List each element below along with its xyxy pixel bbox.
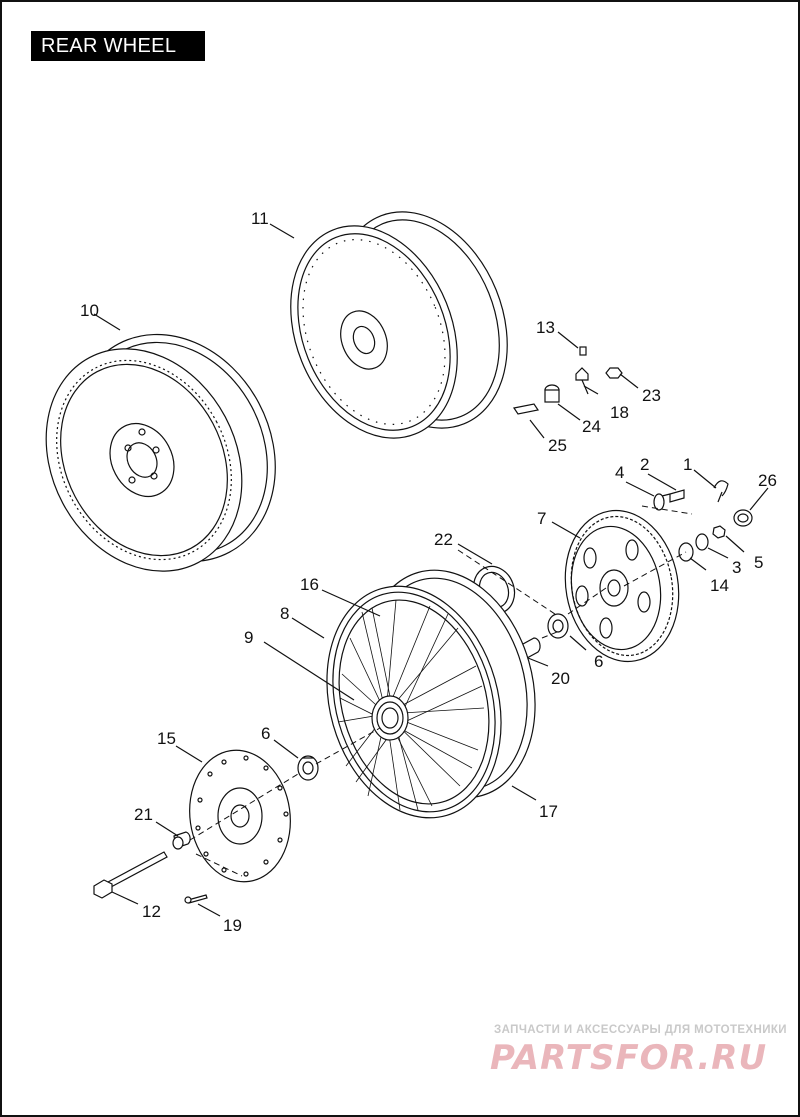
callout-8: 8 — [280, 604, 289, 623]
callout-21: 21 — [134, 805, 153, 824]
callout-19: 19 — [223, 916, 242, 935]
callout-16: 16 — [300, 575, 319, 594]
callout-20: 20 — [551, 669, 570, 688]
pulley-sprocket-part — [564, 509, 680, 663]
callout-labels: 1 2 3 4 5 6 6 7 8 9 10 11 12 13 14 15 16… — [80, 209, 777, 935]
axle-and-bolt-parts — [93, 831, 208, 904]
callout-6-left: 6 — [261, 724, 270, 743]
spoke-wheel-part — [326, 569, 536, 819]
callout-15: 15 — [157, 729, 176, 748]
callout-6-right: 6 — [594, 652, 603, 671]
callout-9: 9 — [244, 628, 253, 647]
brake-disc-part — [189, 749, 291, 883]
callout-2: 2 — [640, 455, 649, 474]
page-title: REAR WHEEL — [31, 31, 205, 61]
callout-13: 13 — [536, 318, 555, 337]
disc-wheel-part — [45, 333, 276, 572]
callout-14: 14 — [710, 576, 729, 595]
callout-7: 7 — [537, 509, 546, 528]
callout-22: 22 — [434, 530, 453, 549]
callout-10: 10 — [80, 301, 99, 320]
wheel-rim-part — [290, 211, 508, 439]
callout-17: 17 — [539, 802, 558, 821]
wheel-bearing-part — [297, 755, 319, 781]
callout-18: 18 — [610, 403, 629, 422]
callout-25: 25 — [548, 436, 567, 455]
callout-12: 12 — [142, 902, 161, 921]
assembly-guide-lines — [189, 505, 693, 877]
callout-3: 3 — [732, 558, 741, 577]
valve-hardware-parts — [513, 346, 623, 415]
callout-1: 1 — [683, 455, 692, 474]
callout-24: 24 — [582, 417, 601, 436]
callout-5: 5 — [754, 553, 763, 572]
callout-4: 4 — [615, 463, 624, 482]
watermark-subtitle: ЗАПЧАСТИ И АКСЕССУАРЫ ДЛЯ МОТОТЕХНИКИ — [494, 1024, 787, 1036]
callout-26: 26 — [758, 471, 777, 490]
watermark-logo[interactable]: PARTSFOR.RU — [490, 1038, 768, 1078]
callout-11: 11 — [251, 209, 269, 228]
leader-lines — [93, 223, 769, 917]
callout-23: 23 — [642, 386, 661, 405]
